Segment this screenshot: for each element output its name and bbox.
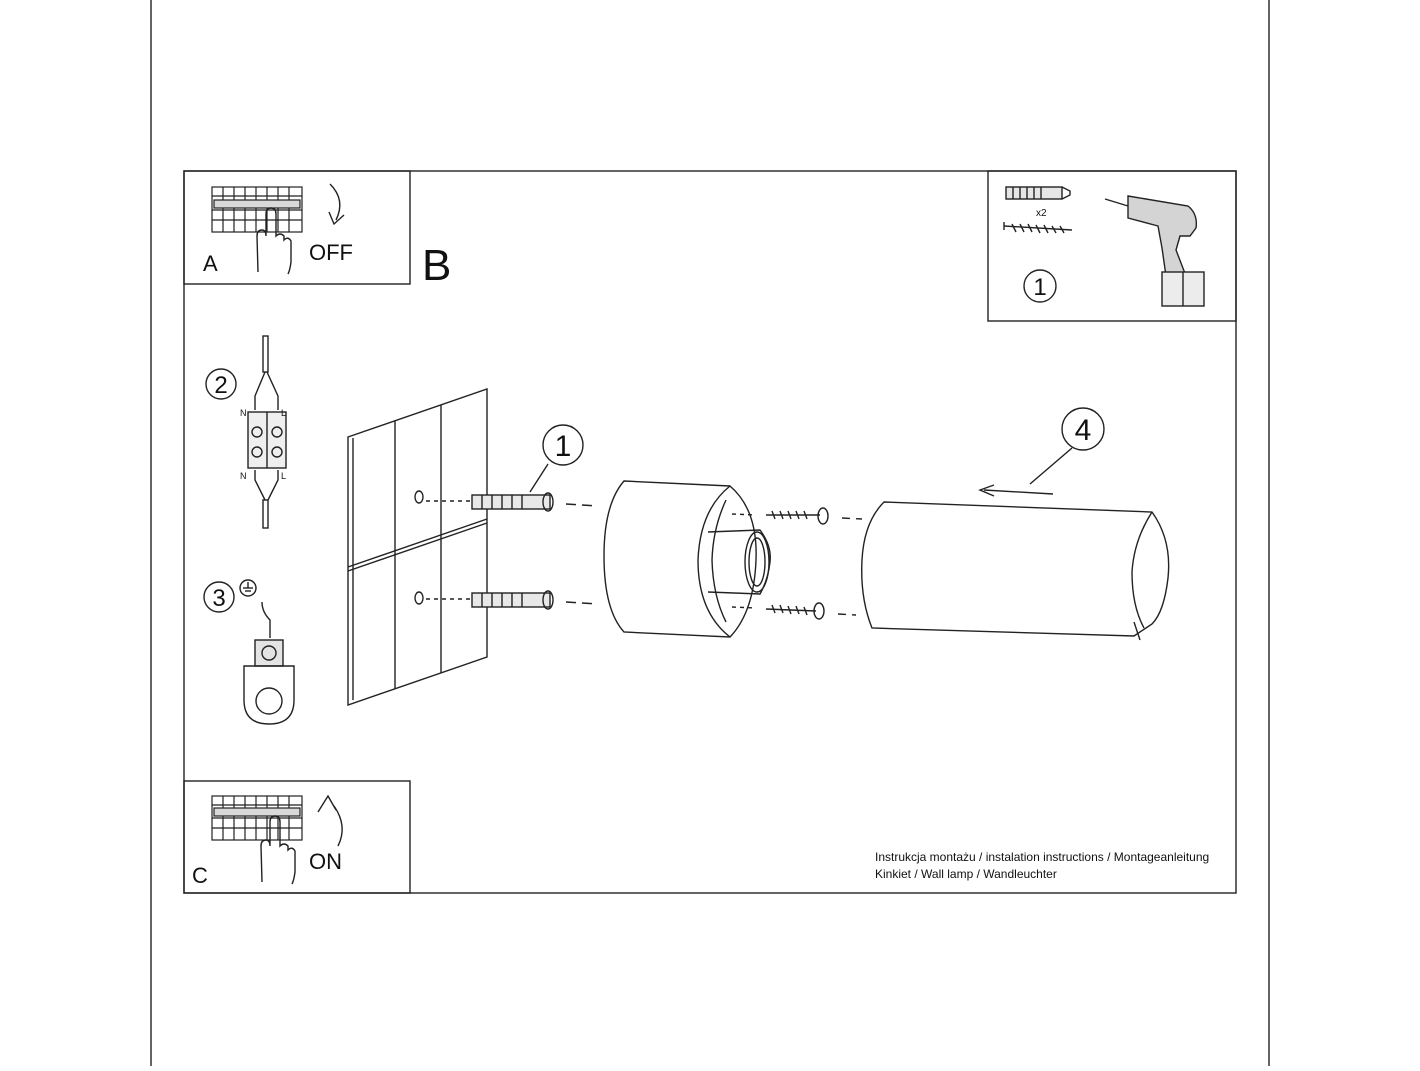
panel-a: A OFF xyxy=(183,170,411,285)
wiring-step-number: 2 xyxy=(214,372,227,399)
wall-plug-icon xyxy=(1005,186,1071,200)
panel-c-box xyxy=(183,780,411,894)
wall-plug-upper xyxy=(426,492,599,512)
panel-a-letter: A xyxy=(203,251,218,276)
earth-wire-icon xyxy=(261,601,271,638)
breaker-box-icon xyxy=(211,186,303,233)
tools-step-number: 1 xyxy=(1033,274,1046,301)
power-on-label: ON xyxy=(309,849,342,874)
quantity-label: x2 xyxy=(1036,208,1047,219)
screw-icon xyxy=(1003,222,1073,234)
step-1-circle xyxy=(1023,269,1057,303)
panel-c-letter: C xyxy=(192,863,208,888)
callout-number-1: 1 xyxy=(555,430,572,463)
hand-press-icon xyxy=(260,815,296,885)
hand-press-icon xyxy=(256,207,292,275)
footer-title-line: Instrukcja montażu / instalation instruc… xyxy=(875,850,1209,864)
wall-plug-lower xyxy=(426,590,599,610)
panel-b-letter: B xyxy=(422,241,451,290)
earth-step: 3 xyxy=(203,579,295,725)
callout-shade: 4 xyxy=(1061,407,1105,451)
earth-clamp-icon xyxy=(243,639,295,725)
terminal-label-n-top: N xyxy=(240,408,247,418)
footer-product-line: Kinkiet / Wall lamp / Wandleuchter xyxy=(875,867,1057,881)
arrow-up-curved-icon xyxy=(317,794,343,847)
earth-step-number: 3 xyxy=(212,585,225,612)
wiring-step: 2 N L N L xyxy=(205,335,287,529)
lamp-shade xyxy=(861,501,1170,641)
panel-a-box xyxy=(183,170,411,285)
tools-panel: x2 1 xyxy=(987,170,1237,322)
terminal-label-n-bottom: N xyxy=(240,471,247,481)
breaker-box-icon xyxy=(211,795,303,841)
mounting-base xyxy=(603,480,771,638)
screw-lower xyxy=(731,602,857,620)
drill-icon xyxy=(1104,195,1205,307)
step-2-circle xyxy=(205,368,237,400)
ground-symbol-icon xyxy=(239,579,257,597)
wall-tiles xyxy=(347,388,488,706)
callout-number-4: 4 xyxy=(1075,414,1092,447)
tools-box xyxy=(987,170,1237,322)
screw-upper xyxy=(731,507,863,525)
terminal-label-l-top: L xyxy=(281,408,286,418)
direction-arrow-icon xyxy=(978,447,1073,497)
power-off-label: OFF xyxy=(309,240,353,265)
terminal-block-icon xyxy=(247,335,287,529)
diagram-frame xyxy=(183,170,1237,894)
step-3-circle xyxy=(203,581,235,613)
callout-wall-plug: 1 xyxy=(529,424,584,493)
terminal-label-l-bottom: L xyxy=(281,471,286,481)
panel-c: C ON xyxy=(183,780,411,894)
arrow-down-curved-icon xyxy=(328,183,345,226)
